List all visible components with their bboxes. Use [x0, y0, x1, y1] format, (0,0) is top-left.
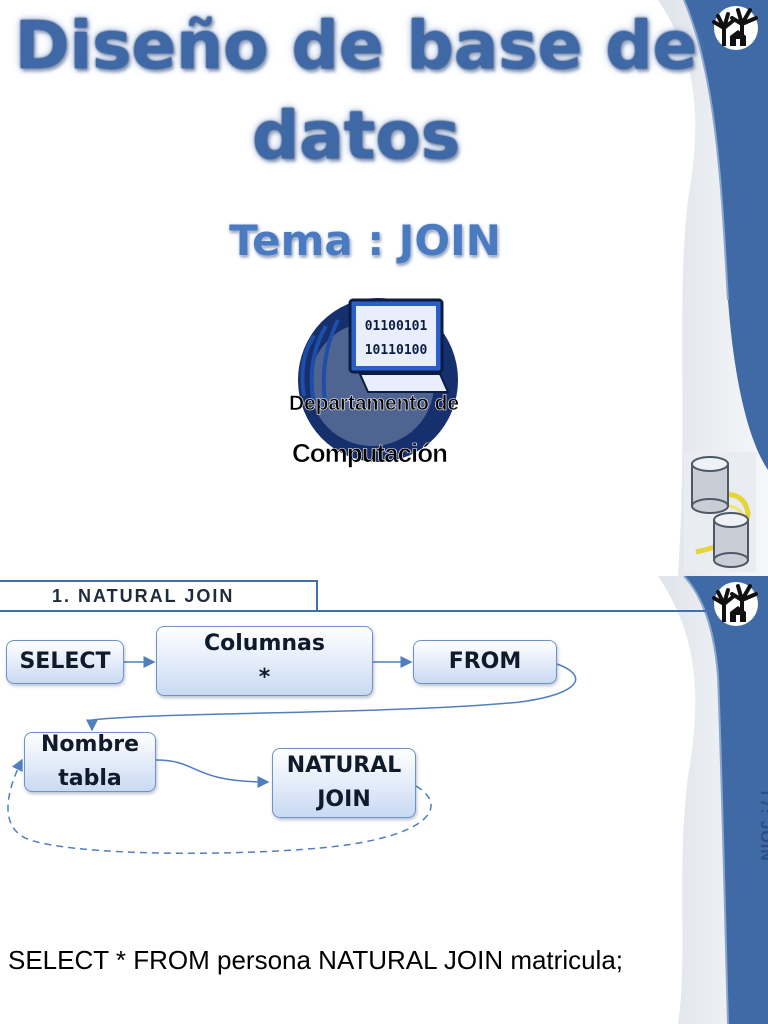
arrow-from-nombre — [86, 663, 577, 732]
sql-example: SELECT * FROM persona NATURAL JOIN matri… — [8, 945, 624, 975]
flow-box-columnas-line-1: Columnas — [204, 631, 325, 656]
logo-text-line-2: Computación — [292, 438, 448, 468]
flow-box-columnas: Columnas * — [156, 626, 373, 696]
side-band — [658, 0, 768, 576]
section-header-box — [0, 580, 318, 612]
logo-screen-row-1: 01100101 — [365, 319, 428, 334]
flow-box-from-label: FROM — [448, 649, 522, 674]
flow-box-natural-line-2: JOIN — [317, 787, 371, 812]
logo-screen-row-2: 10110100 — [365, 343, 428, 358]
palm-house-icon — [712, 582, 758, 626]
slide-subtitle: Tema : JOIN — [229, 216, 501, 265]
flow-box-select-label: SELECT — [19, 649, 111, 674]
arrow-nombre-natural — [155, 759, 270, 788]
flow-box-natural-line-1: NATURAL — [286, 753, 402, 778]
department-logo-icon: 01100101 10110100 Departamento de Comput… — [289, 298, 459, 468]
slide-title-line-1: Diseño de base de — [14, 7, 698, 84]
database-icon — [684, 452, 756, 572]
title-slide: Diseño de base de datos Tema : JOIN 0110… — [14, 0, 768, 576]
section-divider — [0, 610, 712, 612]
section-label: 1. NATURAL JOIN — [52, 586, 235, 606]
flow-box-select: SELECT — [6, 640, 124, 684]
content-slide: 1. NATURAL JOIN T7: JOIN SELECT Columnas… — [0, 576, 768, 1024]
flow-box-nombre-tabla: Nombre tabla — [24, 732, 156, 792]
palm-house-icon — [712, 6, 758, 50]
side-band — [658, 576, 768, 1024]
flow-box-nombre-line-1: Nombre — [41, 732, 139, 757]
flow-box-from: FROM — [413, 640, 557, 684]
side-topic-label: T7: JOIN — [757, 788, 768, 862]
logo-text-line-1: Departamento de — [289, 392, 459, 415]
flow-connectors — [7, 656, 577, 854]
arrow-natural-loop — [7, 758, 432, 854]
flow-box-columnas-line-2: * — [258, 665, 271, 690]
flow-box-natural-join: NATURAL JOIN — [272, 748, 416, 818]
flow-box-nombre-line-2: tabla — [58, 766, 122, 791]
slide-title-line-2: datos — [252, 97, 460, 174]
